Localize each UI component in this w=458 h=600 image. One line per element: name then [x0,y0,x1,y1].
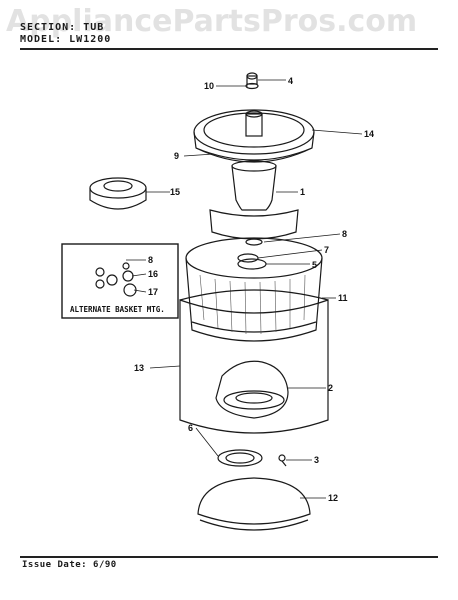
issue-date: Issue Date: 6/90 [22,560,117,570]
callout-7: 7 [324,245,329,255]
screw-part [278,454,287,467]
callout-labels: 10 4 14 9 1 15 8 7 5 11 8 16 17 13 2 6 3… [134,76,374,503]
cap-15-part [89,177,147,210]
model-header: MODEL: LW1200 [20,34,111,45]
tub-seal-part [215,360,289,419]
inset-caption: ALTERNATE BASKET MTG. [70,305,165,314]
model-label: MODEL: [20,34,63,45]
gasket-part [217,449,263,467]
callout-6: 6 [188,423,193,433]
footer-rule [20,556,438,558]
callout-3: 3 [314,455,319,465]
balance-ring-part [193,109,315,163]
section-header: SECTION: TUB [20,22,104,33]
callout-2: 2 [328,383,333,393]
callout-4: 4 [288,76,293,86]
callout-16: 16 [148,269,158,279]
issue-value: 6/90 [93,560,117,570]
inset-parts [95,262,137,297]
callout-9: 9 [174,151,179,161]
agitator-part [209,160,299,240]
callout-inset-8: 8 [148,255,153,265]
callout-1: 1 [300,187,305,197]
header-rule [20,48,438,50]
callout-17: 17 [148,287,158,297]
basket-part [185,237,323,342]
callout-8: 8 [342,229,347,239]
section-value: TUB [83,22,105,33]
leader-lines [126,79,363,499]
callout-13: 13 [134,363,144,373]
callout-12: 12 [328,493,338,503]
callout-11: 11 [338,293,348,303]
callout-14: 14 [364,129,374,139]
hub-parts [237,238,267,270]
alternate-basket-inset [61,243,179,319]
basket-perforations [199,274,306,335]
section-label: SECTION: [20,22,77,33]
watermark: AppliancePartsPros.com [6,4,418,39]
callout-15: 15 [170,187,180,197]
agitator-cap-part [245,72,259,90]
outer-tub-part [179,289,329,434]
callout-10: 10 [204,81,214,91]
callout-5: 5 [312,260,317,270]
issue-label: Issue Date: [22,560,88,570]
model-value: LW1200 [69,34,112,45]
base-cover-part [197,477,311,531]
